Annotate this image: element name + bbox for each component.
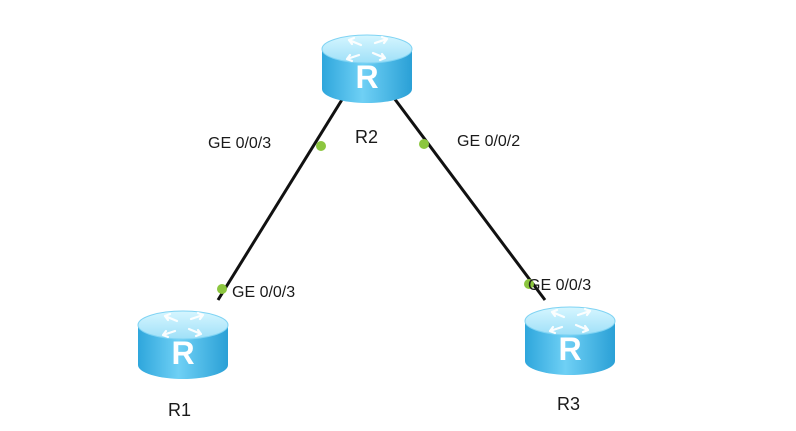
router-icon (320, 33, 414, 105)
router-label-r3: R3 (557, 394, 581, 414)
link-r2-r3 (392, 97, 547, 301)
port-dot-r3-ge003 (524, 279, 534, 289)
router-label-r1: R1 (168, 400, 192, 420)
port-label-r2-ge002: GE 0/0/2 (457, 133, 521, 150)
port-label-r2-ge003: GE 0/0/3 (208, 135, 272, 152)
router-r1[interactable] (136, 309, 230, 381)
router-r2[interactable] (320, 33, 414, 105)
port-dot-r2-ge002 (419, 139, 429, 149)
port-dot-r1-ge003 (217, 284, 227, 294)
link-r1-r2 (216, 97, 345, 301)
router-label-r2: R2 (355, 127, 379, 147)
router-icon (523, 305, 617, 377)
port-label-r3-ge003: GE 0/0/3 (528, 277, 592, 294)
port-dot-r2-ge003 (316, 141, 326, 151)
router-icon (136, 309, 230, 381)
port-label-r1-ge003: GE 0/0/3 (232, 284, 296, 301)
router-r3[interactable] (523, 305, 617, 377)
